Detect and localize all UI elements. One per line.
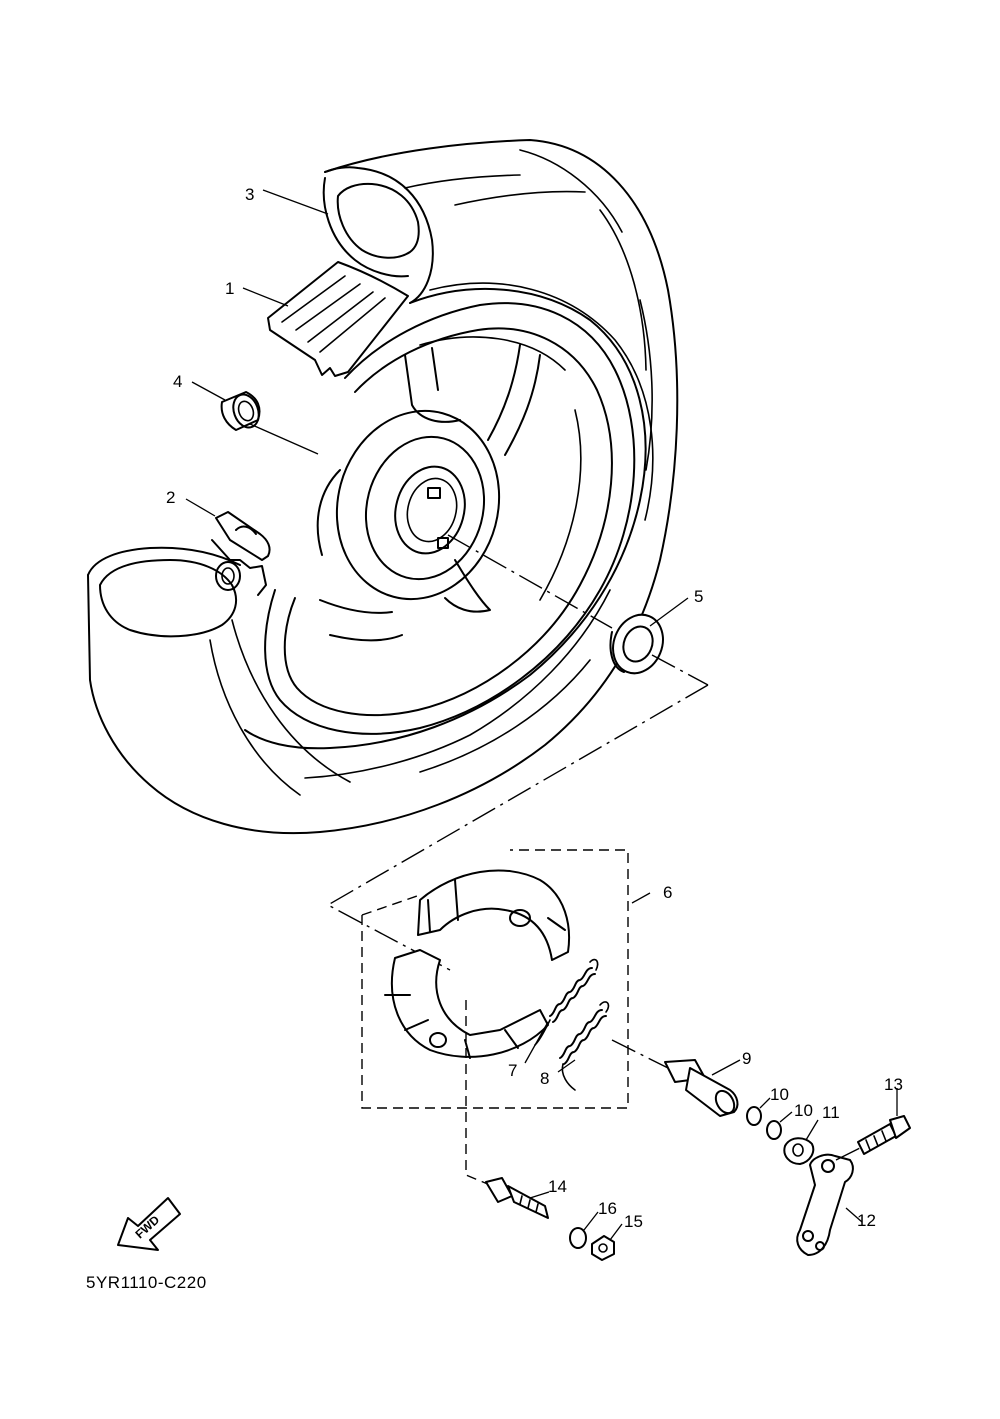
callout-2: 2 [166,488,175,507]
drawing-code: 5YR1110-C220 [86,1273,207,1292]
washer-part-10b[interactable] [766,1120,782,1140]
wheel-rim[interactable] [264,302,636,735]
bolt-part-13[interactable] [857,1115,911,1155]
callout-8: 8 [540,1069,549,1088]
callout-13: 13 [884,1075,903,1094]
spring-part-8[interactable] [559,1001,610,1091]
callout-1: 1 [225,279,234,298]
brake-reference-line [326,684,709,971]
callout-10a: 10 [770,1085,789,1104]
collar-part-4[interactable] [220,391,263,431]
callout-7: 7 [508,1061,517,1080]
brake-assembly-boundary [361,849,629,1109]
leader-lines [185,189,898,1241]
callout-15: 15 [624,1212,643,1231]
valve-part-2[interactable] [211,511,271,596]
oil-seal-part-5[interactable] [605,607,672,681]
callout-10b: 10 [794,1101,813,1120]
indicator-part-11[interactable] [783,1137,815,1165]
callout-9: 9 [742,1049,751,1068]
camshaft-pin-part-14[interactable] [485,1177,549,1219]
camshaft-lever-part-12[interactable] [796,1153,854,1256]
brake-shoe-part-6[interactable] [384,869,571,1059]
callout-3: 3 [245,185,254,204]
axle-centerline [447,534,613,629]
camshaft-part-9[interactable] [664,1059,739,1117]
callout-6: 6 [663,883,672,902]
centerline-to-brake [651,654,709,686]
callout-16: 16 [598,1199,617,1218]
callout-4: 4 [173,372,182,391]
spring-part-7[interactable] [534,958,599,1046]
callout-labels: 3 1 4 2 5 6 7 8 9 10 10 11 12 13 14 15 1… [166,185,903,1231]
callout-11: 11 [822,1103,840,1122]
tire-part-3[interactable] [87,139,679,835]
callout-12: 12 [857,1211,876,1230]
callout-5: 5 [694,587,703,606]
o-ring-part-16[interactable] [569,1227,587,1249]
tube-flap-part-1[interactable] [267,261,409,377]
callout-14: 14 [548,1177,567,1196]
nut-part-15[interactable] [591,1235,615,1261]
fwd-arrow-icon: FWD [117,1197,181,1251]
washer-part-10a[interactable] [746,1106,762,1126]
